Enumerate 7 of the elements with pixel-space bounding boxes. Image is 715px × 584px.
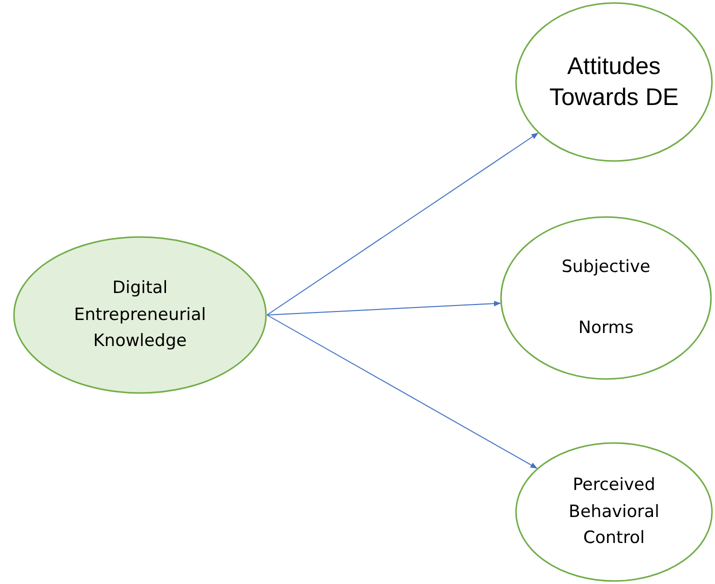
node-label: Subjective Norms [560, 256, 652, 340]
arrow [266, 132, 538, 316]
node-label: Attitudes Towards DE [548, 52, 680, 113]
arrow [266, 314, 538, 469]
node-label: Digital Entrepreneurial Knowledge [73, 277, 207, 354]
arrow [266, 300, 501, 316]
node-label: Perceived Behavioral Control [568, 474, 660, 550]
